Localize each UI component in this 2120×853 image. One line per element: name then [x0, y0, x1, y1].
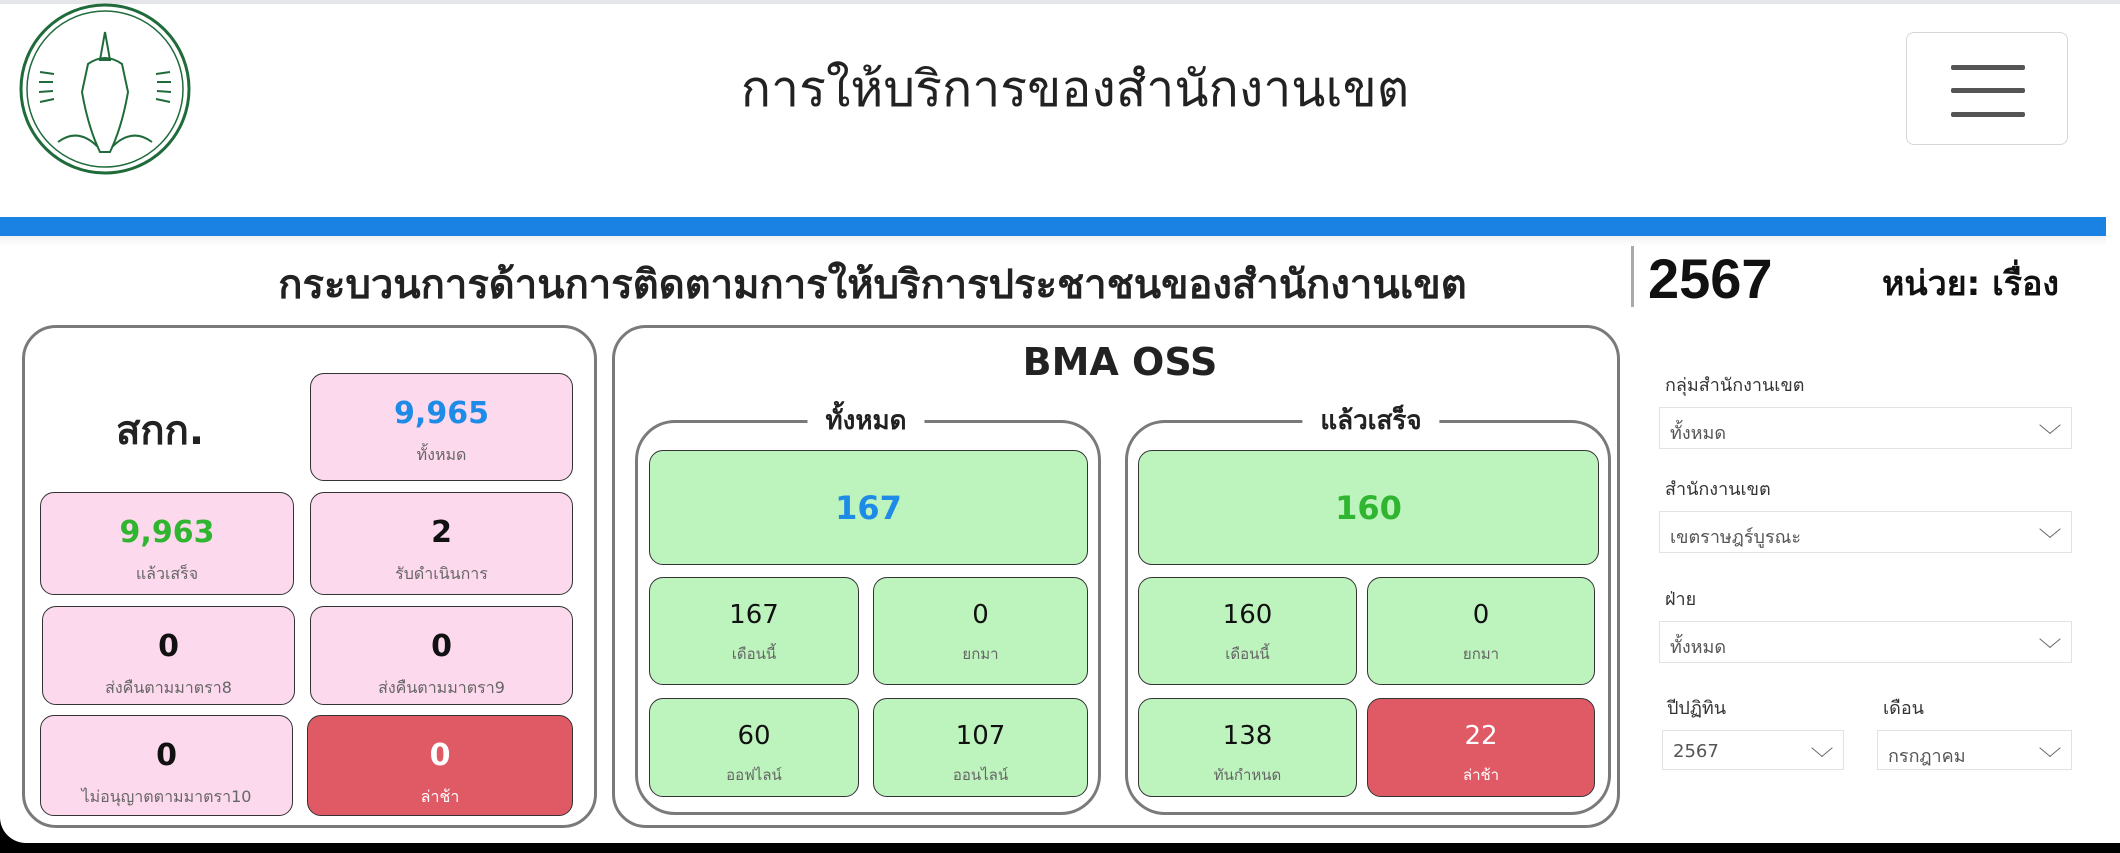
card-value: 0 [156, 738, 177, 773]
section-title: กระบวนการด้านการติดตามการให้บริการประชาช… [278, 262, 1467, 308]
hamburger-icon-line [1951, 112, 2025, 117]
skk-return9-card[interactable]: 0 ส่งคืนตามมาตรา9 [310, 606, 573, 705]
card-value: 0 [1472, 600, 1490, 630]
card-value: 167 [835, 489, 902, 527]
skk-done-card[interactable]: 9,963 แล้วเสร็จ [40, 492, 294, 595]
select-value: ทั้งหมด [1670, 637, 1727, 658]
year-display: 2567 [1648, 247, 1773, 310]
oss-done-card[interactable]: 0 ยกมา [1367, 577, 1595, 685]
oss-title: BMA OSS [1022, 340, 1218, 384]
filter-office-label: สำนักงานเขต [1665, 479, 1771, 500]
skk-late-card[interactable]: 0 ล่าช้า [307, 715, 573, 816]
hamburger-icon [1951, 65, 2025, 70]
select-value: ทั้งหมด [1670, 423, 1727, 444]
skk-deny10-card[interactable]: 0 ไม่อนุญาตตามมาตรา10 [40, 715, 293, 816]
skk-label: สกก. [115, 408, 205, 454]
page-title: การให้บริการของสำนักงานเขต [740, 60, 1410, 118]
oss-all-card[interactable]: 107 ออนไลน์ [873, 698, 1088, 797]
card-value: 2 [431, 515, 452, 550]
card-label: ทันกำหนด [1213, 766, 1282, 784]
card-value: 9,965 [394, 396, 489, 431]
filter-group-select[interactable]: ทั้งหมด [1659, 407, 2072, 449]
card-label: เดือนนี้ [1225, 645, 1270, 663]
card-value: 0 [429, 738, 451, 773]
oss-all-total-card[interactable]: 167 [649, 450, 1088, 565]
card-label: ออฟไลน์ [726, 766, 782, 784]
top-strip [0, 0, 2120, 4]
skk-total-card[interactable]: 9,965 ทั้งหมด [310, 373, 573, 481]
vertical-divider [1631, 246, 1634, 307]
filter-month-select[interactable]: กรกฎาคม [1877, 730, 2072, 770]
filter-division-select[interactable]: ทั้งหมด [1659, 621, 2072, 663]
card-value: 0 [431, 629, 452, 664]
card-value: 107 [955, 721, 1006, 751]
oss-done-total-card[interactable]: 160 [1138, 450, 1599, 565]
oss-all-card[interactable]: 0 ยกมา [873, 577, 1088, 685]
card-label: ส่งคืนตามมาตรา8 [105, 678, 232, 697]
band [0, 236, 2106, 246]
filter-year-label: ปีปฏิทิน [1667, 698, 1727, 719]
oss-done-late-card[interactable]: 22 ล่าช้า [1367, 698, 1595, 797]
card-value: 22 [1464, 721, 1498, 751]
select-value: เขตราษฎร์บูรณะ [1670, 527, 1802, 548]
chevron-down-icon [2039, 519, 2061, 539]
select-value: กรกฎาคม [1888, 746, 1966, 767]
card-value: 0 [158, 629, 179, 664]
filter-office-select[interactable]: เขตราษฎร์บูรณะ [1659, 511, 2072, 553]
filter-month-label: เดือน [1883, 698, 1924, 719]
card-label: ยกมา [1462, 645, 1500, 663]
oss-all-card[interactable]: 167 เดือนนี้ [649, 577, 859, 685]
header-divider-bar [0, 217, 2106, 236]
card-value: 60 [737, 721, 771, 751]
oss-all-legend: ทั้งหมด [807, 400, 925, 441]
oss-done-legend: แล้วเสร็จ [1302, 400, 1440, 441]
card-label: ยกมา [962, 645, 999, 663]
chevron-down-icon [2039, 629, 2061, 649]
oss-all-card[interactable]: 60 ออฟไลน์ [649, 698, 859, 797]
card-label: ไม่อนุญาตตามมาตรา10 [81, 787, 252, 806]
card-value: 167 [729, 600, 779, 630]
card-label: ล่าช้า [1462, 766, 1500, 784]
card-value: 9,963 [119, 515, 215, 550]
chevron-down-icon [2039, 738, 2061, 758]
oss-done-card[interactable]: 138 ทันกำหนด [1138, 698, 1357, 797]
card-value: 160 [1335, 489, 1402, 527]
card-value: 160 [1222, 600, 1273, 630]
oss-done-card[interactable]: 160 เดือนนี้ [1138, 577, 1357, 685]
hamburger-icon-line [1951, 88, 2025, 93]
menu-button[interactable] [1906, 32, 2068, 145]
card-label: เดือนนี้ [731, 645, 777, 663]
card-label: ส่งคืนตามมาตรา9 [378, 678, 505, 697]
chevron-down-icon [2039, 415, 2061, 435]
filter-year-select[interactable]: 2567 [1662, 730, 1844, 770]
card-value: 0 [972, 600, 989, 630]
filter-division-label: ฝ่าย [1665, 589, 1697, 610]
card-label: ออนไลน์ [952, 766, 1009, 784]
card-label: ทั้งหมด [416, 445, 467, 464]
skk-return8-card[interactable]: 0 ส่งคืนตามมาตรา8 [42, 606, 295, 705]
skk-inprogress-card[interactable]: 2 รับดำเนินการ [310, 492, 573, 595]
card-label: รับดำเนินการ [395, 564, 488, 583]
unit-label: หน่วย: เรื่อง [1882, 264, 2060, 304]
card-value: 138 [1222, 721, 1273, 751]
card-label: แล้วเสร็จ [135, 564, 199, 583]
filter-group-label: กลุ่มสำนักงานเขต [1665, 375, 1805, 396]
bma-logo-icon [19, 3, 191, 175]
chevron-down-icon [1811, 738, 1833, 758]
card-label: ล่าช้า [420, 787, 460, 806]
select-value: 2567 [1673, 741, 1719, 762]
